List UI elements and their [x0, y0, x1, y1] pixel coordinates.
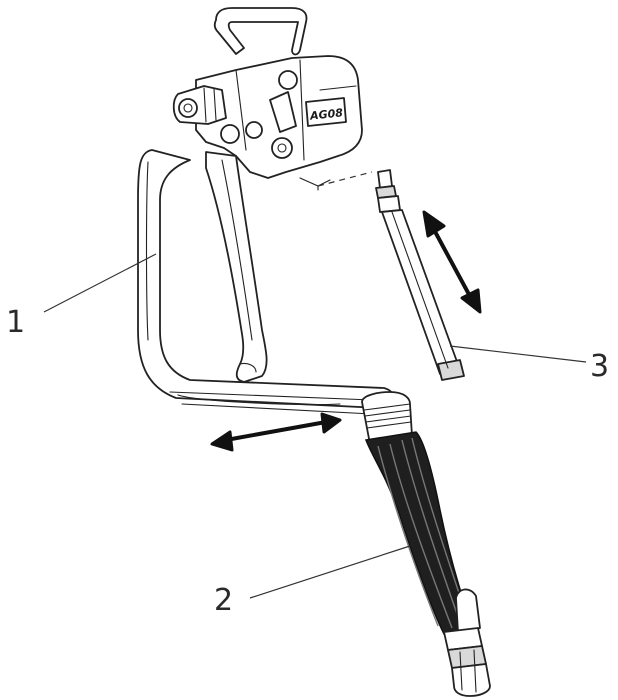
leader-line-3 [449, 345, 587, 363]
handle [361, 391, 491, 697]
callout-1: 1 [6, 305, 25, 340]
badge-label: AG08 [308, 106, 343, 123]
leader-line-2 [249, 545, 411, 599]
double-arrow-vertical-icon [422, 210, 482, 314]
callout-3: 3 [590, 349, 609, 384]
callout-2: 2 [214, 583, 233, 618]
gun-body: AG08 [172, 7, 373, 191]
trigger [205, 151, 268, 383]
filter [375, 169, 465, 381]
double-arrow-horizontal-icon [210, 412, 342, 452]
leader-line-1 [43, 253, 157, 313]
trigger-guard [137, 149, 395, 415]
